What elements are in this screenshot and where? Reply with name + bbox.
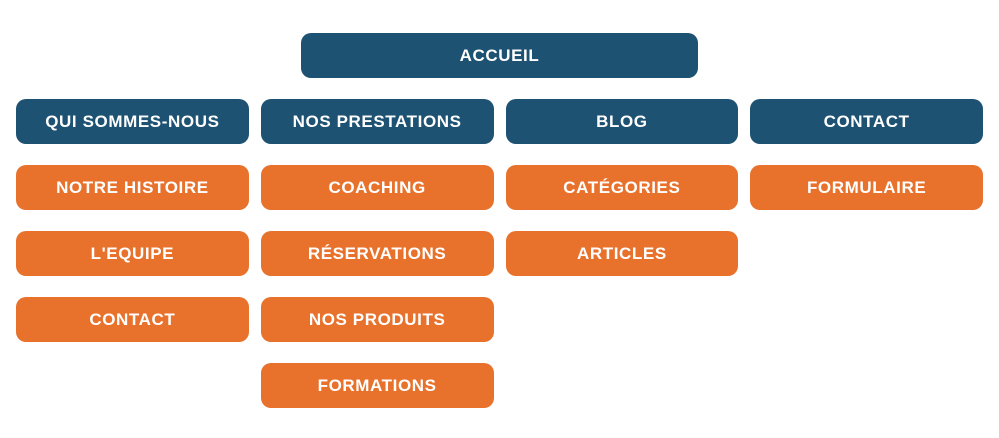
node-formulaire[interactable]: FORMULAIRE: [750, 165, 983, 210]
node-nos-prestations[interactable]: NOS PRESTATIONS: [260, 99, 494, 144]
sitemap-column-blog: BLOG CATÉGORIES ARTICLES: [505, 99, 739, 408]
node-coaching[interactable]: COACHING: [260, 165, 494, 210]
node-contact[interactable]: CONTACT: [16, 297, 249, 342]
node-formations[interactable]: FORMATIONS: [260, 363, 494, 408]
node-nos-produits[interactable]: NOS PRODUITS: [260, 297, 494, 342]
sitemap-column-nos-prestations: NOS PRESTATIONS COACHING RÉSERVATIONS NOS P…: [260, 99, 494, 408]
node-reservations[interactable]: RÉSERVATIONS: [260, 231, 494, 276]
sitemap-columns: QUI SOMMES-NOUS NOTRE HISTOIRE L'EQUIPE CON…: [0, 99, 999, 408]
node-accueil[interactable]: ACCUEIL: [301, 33, 698, 78]
node-notre-histoire[interactable]: NOTRE HISTOIRE: [16, 165, 249, 210]
node-blog[interactable]: BLOG: [505, 99, 739, 144]
sitemap-column-contact: CONTACT FORMULAIRE: [750, 99, 983, 408]
sitemap-column-qui-sommes-nous: QUI SOMMES-NOUS NOTRE HISTOIRE L'EQUIPE CON…: [16, 99, 249, 408]
node-categories[interactable]: CATÉGORIES: [505, 165, 739, 210]
node-articles[interactable]: ARTICLES: [505, 231, 739, 276]
node-l-equipe[interactable]: L'EQUIPE: [16, 231, 249, 276]
root-row: ACCUEIL: [0, 0, 999, 78]
node-qui-sommes-nous[interactable]: QUI SOMMES-NOUS: [16, 99, 249, 144]
node-contact[interactable]: CONTACT: [750, 99, 983, 144]
